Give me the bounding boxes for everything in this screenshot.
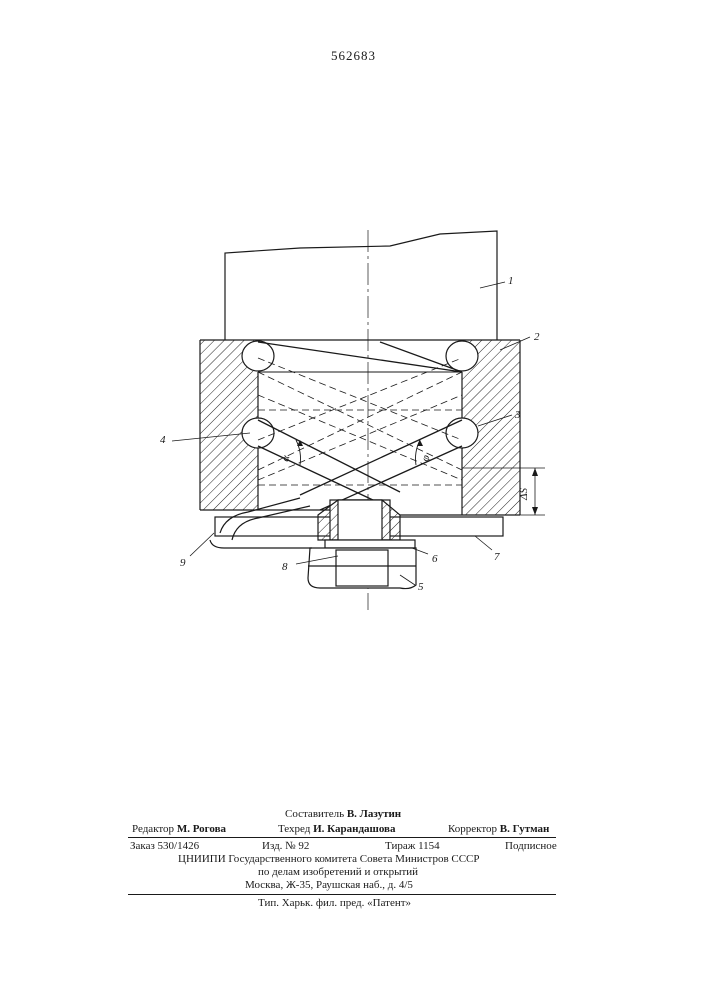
callout-3: 3 [514,409,521,421]
shaft-part-1 [225,231,497,340]
imprint-divider-bottom [128,894,556,895]
callout-2: 2 [534,331,540,343]
address-line: Москва, Ж-35, Раушская наб., д. 4/5 [245,879,413,892]
subscription: Подписное [505,840,557,853]
callout-9: 9 [180,557,186,569]
corrector-line: Корректор В. Гутман [448,823,549,836]
housing-part-2 [200,340,520,515]
callout-4: 4 [160,434,166,446]
callout-6: 6 [432,553,438,565]
angle-alpha-label: α [279,454,292,463]
techred-line: Техред И. Карандашова [278,823,396,836]
order-number: Заказ 530/1426 [130,840,199,853]
callout-5: 5 [418,581,424,593]
circulation: Тираж 1154 [385,840,440,853]
lower-assembly [210,498,503,589]
composer-line: Составитель В. Лазутин [285,808,401,821]
callout-1: 1 [508,275,514,287]
angle-marks [296,440,423,465]
org-line-1: ЦНИИПИ Государственного комитета Совета … [178,853,480,866]
imprint-divider-top [128,837,556,838]
editor-line: Редактор М. Рогова [132,823,226,836]
printer-line: Тип. Харьк. фил. пред. «Патент» [258,897,411,910]
edition-number: Изд. № 92 [262,840,309,853]
org-line-2: по делам изобретений и открытий [258,866,418,879]
callout-7: 7 [494,551,500,563]
callout-8: 8 [282,561,288,573]
cavity-lines [258,358,462,485]
dimension-label: ΔS [518,488,530,501]
